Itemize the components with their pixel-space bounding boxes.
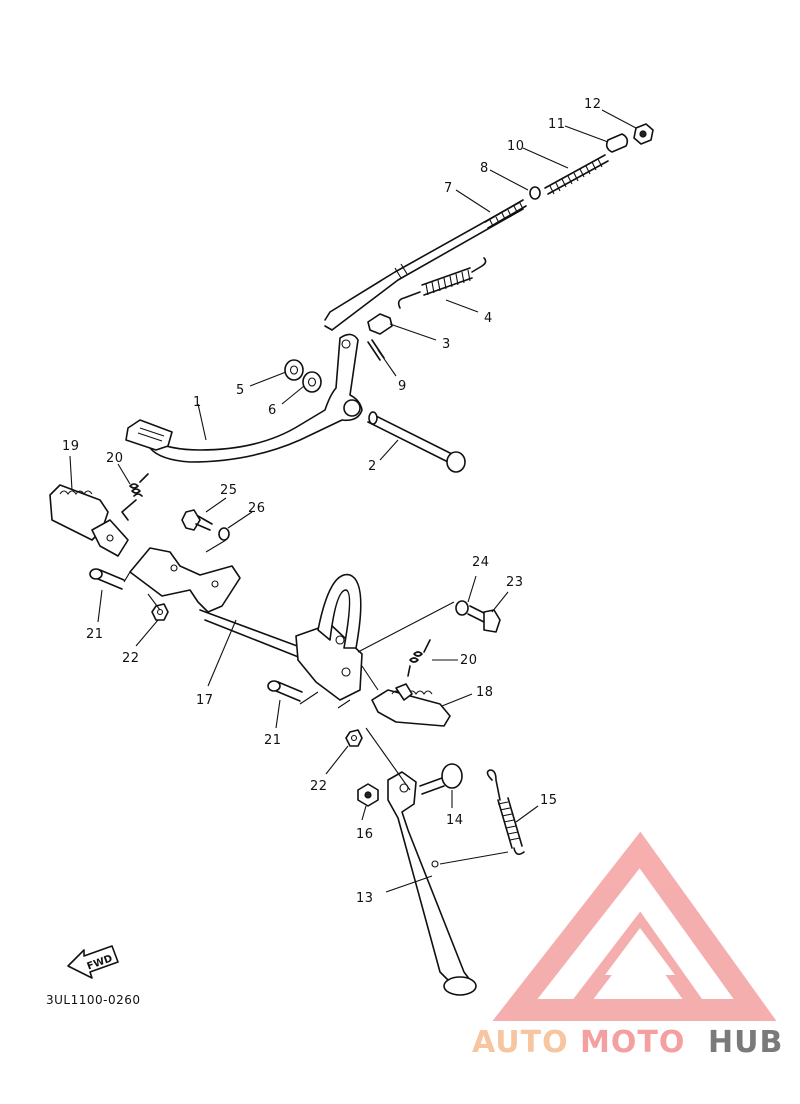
callout-8: 8 [480, 161, 489, 176]
callout-26: 26 [248, 501, 266, 516]
callout-21-middle: 21 [264, 733, 282, 748]
callout-12: 12 [584, 97, 602, 112]
shaft-2 [367, 411, 466, 473]
fwd-arrow: FWD [67, 945, 119, 979]
spring-10 [544, 154, 609, 195]
callout-24: 24 [472, 555, 490, 570]
pin-11 [605, 133, 629, 153]
footrest-assembly [49, 473, 501, 747]
bolt-25 [181, 509, 213, 531]
clip-3 [367, 313, 393, 335]
frame-17 [129, 547, 363, 701]
pin-21-left [89, 568, 125, 590]
diagram-code: 3UL1100-0260 [46, 993, 141, 1007]
washer-8 [529, 186, 541, 200]
bolt-23 [467, 605, 501, 633]
watermark-auto: AUTO [472, 1025, 569, 1060]
callout-15: 15 [540, 793, 558, 808]
callout-11: 11 [548, 117, 566, 132]
spring-20-right [407, 639, 431, 677]
callout-5: 5 [236, 383, 245, 398]
washer-24 [455, 600, 469, 616]
callout-20-upper: 20 [106, 451, 124, 466]
nut-22-middle [345, 729, 363, 747]
callout-4: 4 [484, 311, 493, 326]
watermark-logo [492, 831, 777, 1021]
watermark-text: AUTO MOTO HUB [472, 1025, 783, 1060]
sidestand-assembly [357, 763, 525, 996]
callout-16: 16 [356, 827, 374, 842]
watermark-moto: MOTO [580, 1025, 685, 1060]
washer-6 [302, 371, 322, 393]
spring-15 [486, 769, 525, 856]
callout-23: 23 [506, 575, 524, 590]
callout-6: 6 [268, 403, 277, 418]
nut-12 [633, 123, 654, 145]
callout-10: 10 [507, 139, 525, 154]
callout-14: 14 [446, 813, 464, 828]
callout-2: 2 [368, 459, 377, 474]
callout-21-left: 21 [86, 627, 104, 642]
washer-26 [218, 527, 230, 541]
brake-rod-assembly [125, 123, 654, 473]
callout-19: 19 [62, 439, 80, 454]
cotter-pin-9 [367, 339, 385, 361]
footrest-19 [49, 484, 129, 557]
callout-17: 17 [196, 693, 214, 708]
nut-22-left [151, 603, 169, 621]
callout-13: 13 [356, 891, 374, 906]
washer-5 [284, 359, 304, 381]
callout-labels: 12 11 10 8 7 4 3 9 5 6 1 2 19 20 25 26 2… [62, 97, 602, 906]
pin-21-middle [267, 680, 303, 702]
brake-pedal-1 [125, 333, 363, 463]
callout-20-right: 20 [460, 653, 478, 668]
spring-4 [397, 257, 487, 309]
footrest-18 [371, 683, 451, 727]
callout-22-left: 22 [122, 651, 140, 666]
rod-thread [484, 199, 527, 229]
callout-9: 9 [398, 379, 407, 394]
leader-lines [69, 109, 637, 893]
callout-3: 3 [442, 337, 451, 352]
callout-1: 1 [193, 395, 202, 410]
sidestand-13 [387, 771, 477, 996]
callout-22-middle: 22 [310, 779, 328, 794]
callout-18: 18 [476, 685, 494, 700]
bolt-14 [419, 763, 463, 795]
spring-20-upper [121, 473, 149, 521]
callout-25: 25 [220, 483, 238, 498]
callout-7: 7 [444, 181, 453, 196]
nut-16 [357, 783, 379, 807]
watermark-hub: HUB [708, 1025, 783, 1060]
